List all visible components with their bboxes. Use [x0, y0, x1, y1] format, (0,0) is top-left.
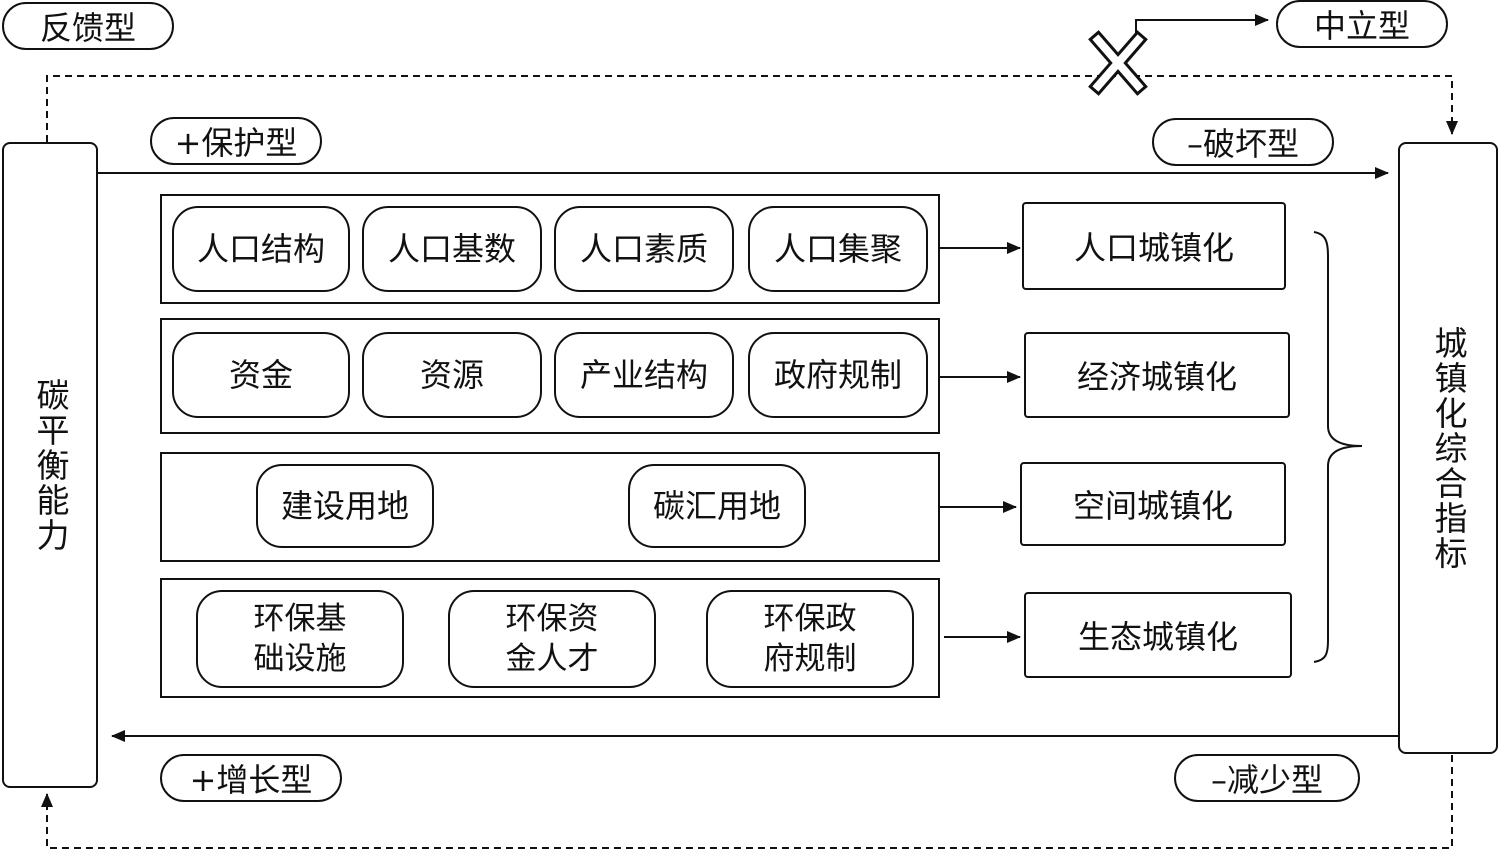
carbon-balance-box: 碳平衡能力	[2, 142, 98, 788]
destructive-type-tag: –破坏型	[1152, 118, 1334, 166]
urbanization-index-label: 城镇化综合指标	[1429, 325, 1468, 571]
neutral-type-label: 中立型	[1313, 7, 1410, 45]
growth-type-label: +增长型	[189, 761, 313, 799]
population-urbanization-box: 人口城镇化	[1022, 202, 1286, 290]
right-brace	[1313, 231, 1363, 663]
factor-environmental-funding-talent: 环保资金人才	[448, 590, 656, 688]
factor-capital: 资金	[172, 332, 350, 418]
factor-population-quality: 人口素质	[554, 206, 734, 292]
factor-carbon-sink-land: 碳汇用地	[628, 464, 806, 548]
destructive-type-label: –破坏型	[1186, 125, 1299, 163]
protective-type-tag: +保护型	[150, 117, 322, 165]
ecological-urbanization-box: 生态城镇化	[1024, 592, 1292, 678]
factor-population-base: 人口基数	[362, 206, 542, 292]
reduction-type-tag: –减少型	[1174, 754, 1360, 802]
reduction-type-label: –减少型	[1210, 761, 1323, 799]
factor-industrial-structure: 产业结构	[554, 332, 734, 418]
factor-environmental-infrastructure: 环保基础设施	[196, 590, 404, 688]
factor-environmental-government-regulation: 环保政府规制	[706, 590, 914, 688]
economic-urbanization-box: 经济城镇化	[1024, 332, 1290, 418]
factor-resources: 资源	[362, 332, 542, 418]
feedback-type-label: 反馈型	[39, 9, 136, 47]
urbanization-index-box: 城镇化综合指标	[1398, 142, 1498, 754]
carbon-balance-label: 碳平衡能力	[31, 377, 70, 553]
neutral-type-tag: 中立型	[1276, 0, 1448, 48]
factor-government-regulation: 政府规制	[748, 332, 928, 418]
factor-population-structure: 人口结构	[172, 206, 350, 292]
spatial-urbanization-box: 空间城镇化	[1020, 462, 1286, 546]
feedback-type-tag: 反馈型	[2, 2, 174, 50]
feedback-loop-bottom	[41, 755, 1453, 849]
growth-type-tag: +增长型	[160, 754, 342, 802]
cross-mark-icon	[1088, 30, 1148, 96]
factor-population-agglomeration: 人口集聚	[748, 206, 928, 292]
factor-construction-land: 建设用地	[256, 464, 434, 548]
feedback-loop-top	[46, 75, 1458, 142]
protective-type-label: +保护型	[174, 124, 298, 162]
